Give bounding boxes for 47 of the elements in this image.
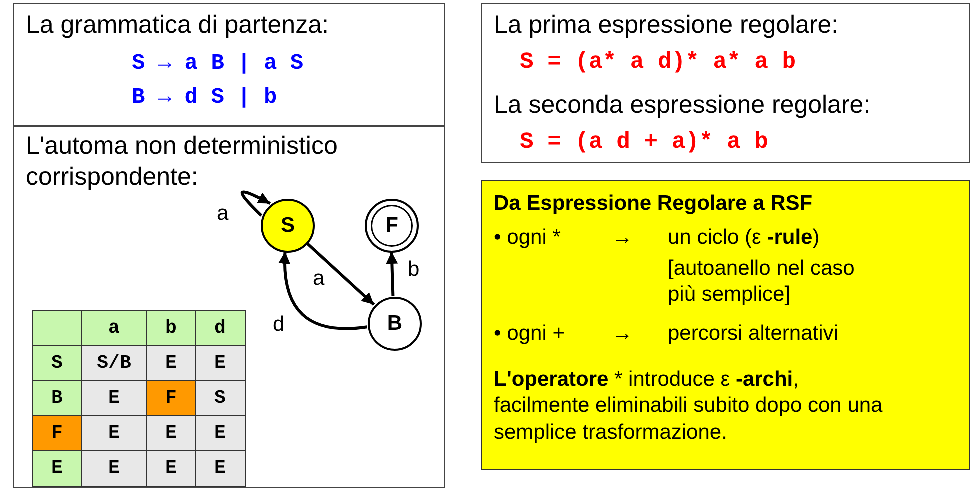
bullet-text: • ogni * <box>494 225 561 251</box>
note-panel <box>481 180 970 470</box>
table-cell: E <box>81 415 148 452</box>
arrow-symbol: → <box>612 225 633 251</box>
grammar-rule: S → a B | a S <box>132 50 304 78</box>
grammar-rule: B → d S | b <box>132 84 278 112</box>
bullet-text: • ogni + <box>494 321 565 347</box>
table-cell: E <box>81 380 148 416</box>
arrow-symbol: → <box>612 321 633 347</box>
rule-text: percorsi alternativi <box>668 321 838 347</box>
table-cell: E <box>146 415 196 452</box>
table-cell: E <box>146 345 196 382</box>
text-panel <box>481 3 970 163</box>
final-state-circle: F <box>365 199 419 253</box>
panel-heading: La grammatica di partenza: <box>26 10 329 41</box>
arrow <box>386 252 398 296</box>
regex-formula: S = (a* a d)* a* a b <box>520 48 796 77</box>
table-cell: S <box>195 380 246 416</box>
arrow <box>279 252 368 330</box>
table-cell: E <box>195 450 246 486</box>
table-cell: E <box>146 450 196 486</box>
panel-heading: La seconda espressione regolare: <box>494 90 871 121</box>
row-header: E <box>32 450 82 486</box>
column-header: d <box>195 310 246 346</box>
rule-text: un ciclo (ε -rule) <box>668 225 820 251</box>
start-state-circle: S <box>261 199 315 253</box>
text-panel <box>13 126 445 488</box>
column-header: a <box>81 310 148 346</box>
panel-heading: La prima espressione regolare: <box>494 10 839 41</box>
row-header: B <box>32 380 82 416</box>
column-header: b <box>146 310 196 346</box>
rule-text: [autoanello nel caso più semplice] <box>668 256 856 308</box>
note-heading: Da Espressione Regolare a RSF <box>494 191 813 217</box>
arrow <box>240 190 272 217</box>
table-cell: E <box>195 345 246 382</box>
state-circle: B <box>368 297 422 351</box>
table-cell: F <box>146 380 196 416</box>
table-cell: E <box>195 415 246 452</box>
paragraph-text: L'operatore* introduce ε -archi, facilmente eliminabili subito dopo con una semplice trasformazione. <box>494 367 884 446</box>
row-header: F <box>32 415 82 452</box>
table-cell: S/B <box>81 345 148 382</box>
table-cell: E <box>81 450 148 486</box>
panel-heading: L'automa non deterministico corrispondente: <box>26 131 339 194</box>
text-panel <box>13 3 445 126</box>
row-header: S <box>32 345 82 382</box>
arrow <box>306 242 376 306</box>
regex-formula: S = (a d + a)* a b <box>520 128 768 157</box>
